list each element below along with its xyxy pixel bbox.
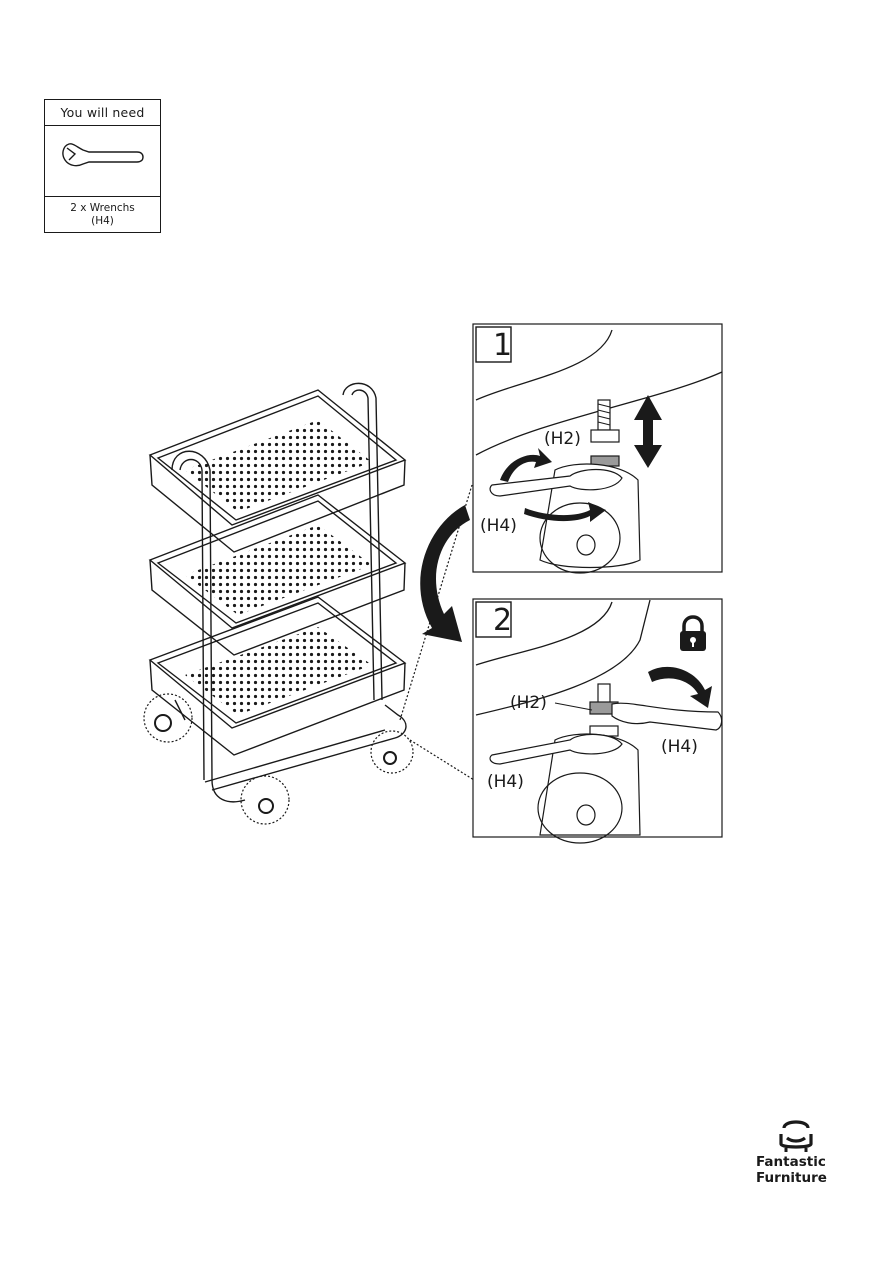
wrench-icon bbox=[45, 126, 160, 197]
brand-name-line1: Fantastic bbox=[756, 1154, 826, 1170]
step2-h4-right-label: (H4) bbox=[661, 737, 698, 757]
step2-panel bbox=[472, 598, 723, 844]
step1-h4-label: (H4) bbox=[480, 516, 517, 536]
item-quantity-text: 2 x Wrenchs bbox=[70, 202, 135, 214]
you-will-need-box: You will need 2 x Wrenchs (H4) bbox=[44, 99, 161, 233]
cart-casters bbox=[143, 484, 475, 825]
step2-number: 2 bbox=[493, 603, 512, 638]
you-will-need-item: 2 x Wrenchs (H4) bbox=[45, 197, 160, 228]
brand-logo: Fantastic Furniture bbox=[752, 1118, 842, 1186]
you-will-need-heading: You will need bbox=[45, 100, 160, 126]
step1-number: 1 bbox=[493, 328, 512, 363]
tray-perforations bbox=[185, 420, 372, 715]
step2-h4-left-label: (H4) bbox=[487, 772, 524, 792]
item-part-code: (H4) bbox=[91, 215, 114, 227]
step1-h2-label: (H2) bbox=[544, 429, 581, 449]
curved-arrow-icon bbox=[420, 505, 470, 642]
step2-h2-label: (H2) bbox=[510, 693, 547, 713]
brand-name-line2: Furniture bbox=[756, 1170, 827, 1186]
padlock-icon bbox=[680, 615, 706, 651]
step1-panel bbox=[472, 323, 723, 574]
armchair-logo-icon bbox=[779, 1120, 813, 1152]
